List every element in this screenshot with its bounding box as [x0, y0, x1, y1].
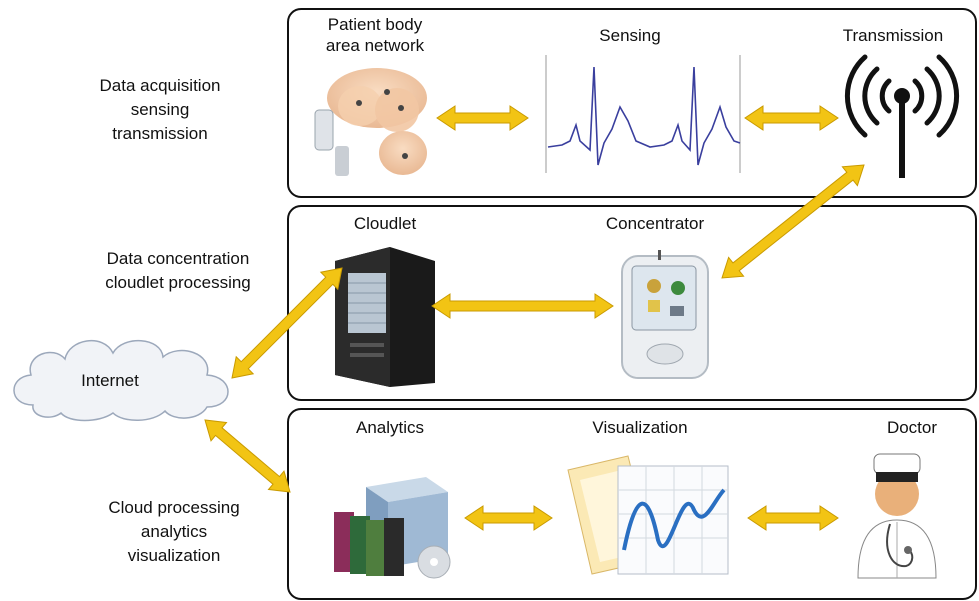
antenna-icon	[844, 54, 960, 178]
cloud-icon	[13, 339, 229, 422]
chart-document-icon	[567, 455, 729, 575]
internet-label: Internet	[81, 371, 139, 390]
doctor-icon	[857, 453, 937, 579]
software-box-icon	[334, 477, 451, 579]
acquisition-side-label: Data acquisition sensing transmission	[99, 76, 221, 143]
arrow-internet-cloud-panel	[204, 419, 291, 493]
arrow-patient-sensing	[436, 105, 529, 131]
concentration-side-label: Data concentration cloudlet processing	[105, 249, 251, 292]
arrow-internet-cloudlet	[231, 267, 343, 379]
arrow-transmission-concentrator	[721, 164, 865, 279]
arrow-cloudlet-concentrator	[431, 293, 614, 319]
visualization-label: Visualization	[592, 418, 688, 437]
pda-device-icon	[621, 250, 709, 379]
doctor-label: Doctor	[886, 418, 938, 437]
concentrator-label: Concentrator	[605, 214, 705, 233]
sensing-label: Sensing	[599, 26, 661, 45]
transmission-label: Transmission	[842, 26, 944, 45]
cloud-side-label: Cloud processing analytics visualization	[108, 498, 240, 565]
ecg-waveform-icon	[545, 55, 741, 173]
cloudlet-label: Cloudlet	[353, 214, 417, 233]
analytics-label: Analytics	[355, 418, 425, 437]
body-sensor-icon	[314, 68, 427, 176]
arrow-sensing-transmission	[744, 105, 839, 131]
server-tower-icon	[335, 247, 435, 387]
arrow-analytics-visualization	[464, 505, 553, 531]
arrow-visualization-doctor	[747, 505, 839, 531]
